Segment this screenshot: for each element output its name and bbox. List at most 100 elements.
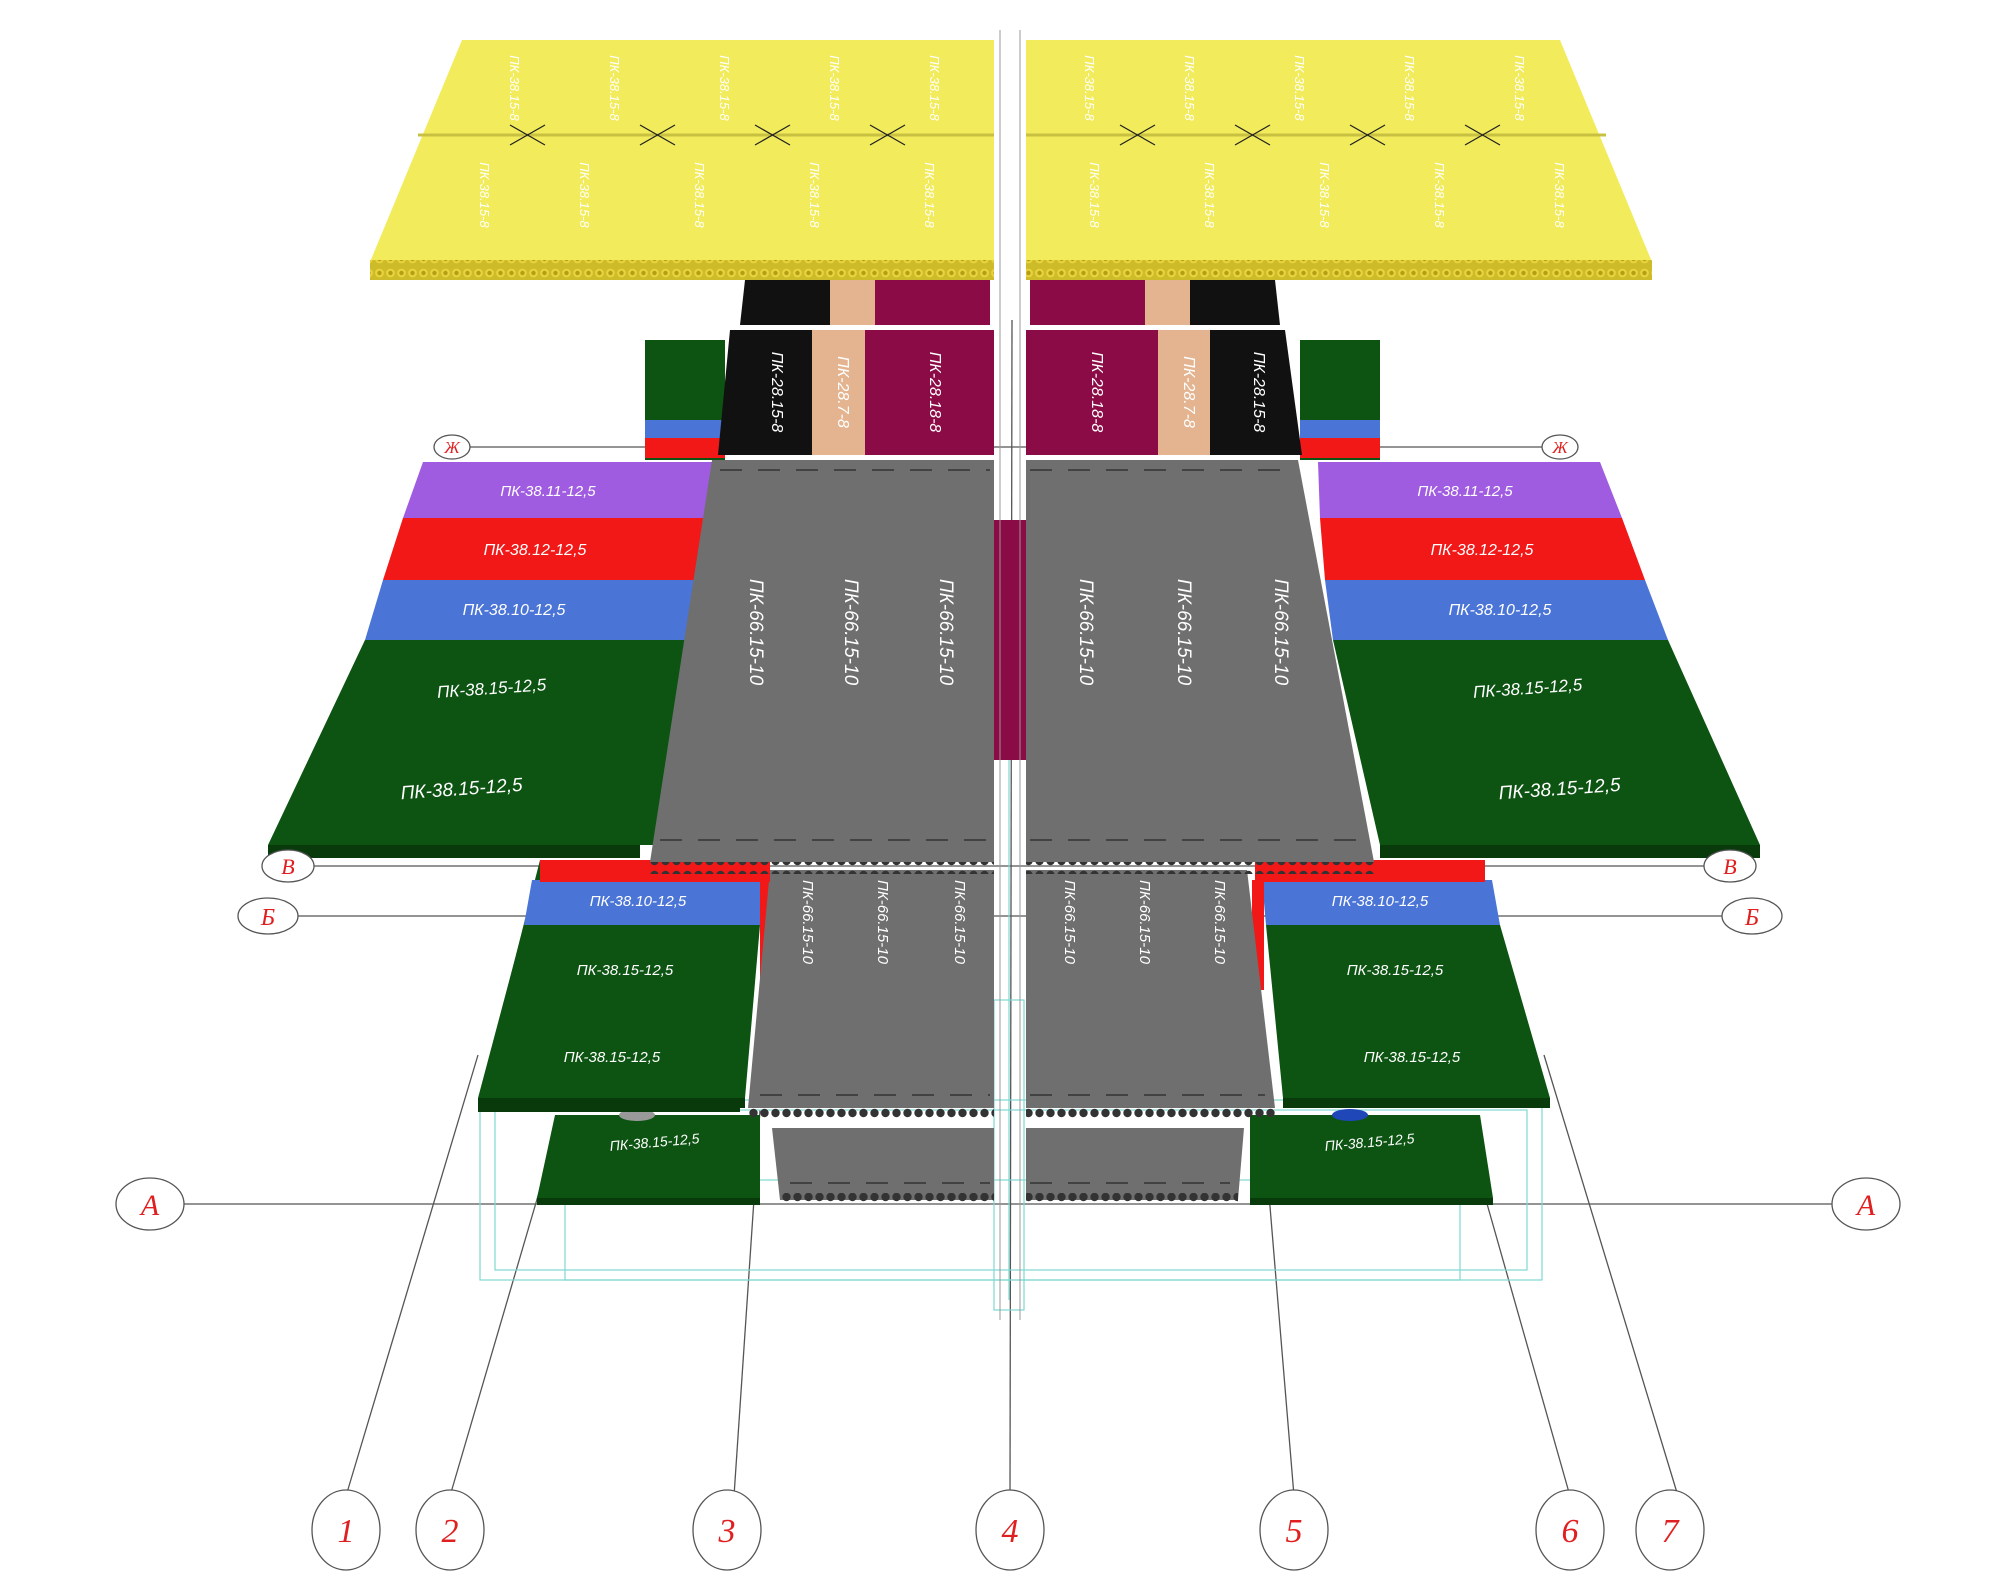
top-yellow-labels: ПК-38.15-8 ПК-38.15-8 ПК-38.15-8 ПК-38.1… [477,55,1567,228]
mid-left-green [268,640,700,845]
axis-letter-zh-left: Ж [443,438,461,457]
bottom-slab-left [537,1115,760,1198]
top-label-1: ПК-38.15-8 [507,55,522,121]
mid-left-red [383,518,712,580]
mid-left-label-1: ПК-38.11-12,5 [500,483,596,500]
lower-gray-label-6: ПК-66.15-10 [1211,880,1228,965]
top-label-17: ПК-38.15-8 [1202,162,1217,228]
black-slab-left-label: ПК-28.15-8 [768,352,785,433]
top-label-8: ПК-38.15-8 [1292,55,1307,121]
top-label-20: ПК-38.15-8 [1552,162,1567,228]
mid-left-purple [403,462,715,518]
black-slab-right [1210,330,1302,455]
lower-gray-left [748,870,994,1108]
top-label-3: ПК-38.15-8 [717,55,732,121]
middle-level-right: ПК-38.11-12,5 ПК-38.12-12,5 ПК-38.10-12,… [1318,462,1760,858]
mid-gray-label-3: ПК-66.15-10 [935,579,956,686]
lower-gray-label-3: ПК-66.15-10 [951,880,968,965]
top-label-18: ПК-38.15-8 [1317,162,1332,228]
axis-letter-b-left: Б [260,905,275,931]
mid-gray-label-2: ПК-66.15-10 [840,579,861,686]
axis-bubble-1 [311,1489,381,1571]
middle-level-left: ПК-38.11-12,5 ПК-38.12-12,5 ПК-38.10-12,… [268,462,715,858]
axis-bubble-4 [975,1489,1045,1571]
bottom-slab-right-label: ПК-38.15-12,5 [1324,1130,1415,1154]
axis-label-1: 1 [338,1513,355,1550]
mid-gray-label-6: ПК-66.15-10 [1270,579,1291,686]
axis-bubbles-letters [115,434,1901,1231]
lower-left-blue [524,880,762,925]
axis-bubble-2 [415,1489,485,1571]
axis-bubble-6 [1535,1489,1605,1571]
axis-label-2: 2 [442,1513,459,1550]
lower-right-label-2: ПК-38.15-12,5 [1347,962,1444,979]
top-yellow-right [1026,40,1652,262]
mid-left-label-2: ПК-38.12-12,5 [484,542,587,559]
mid-left-blue [365,580,707,640]
top-label-2: ПК-38.15-8 [607,55,622,121]
lower-gray-label-5: ПК-66.15-10 [1136,880,1153,965]
axis-letter-b-right: Б [1744,905,1759,931]
black-slab-left [718,330,812,455]
top-label-12: ПК-38.15-8 [577,162,592,228]
top-label-19: ПК-38.15-8 [1432,162,1447,228]
mid-right-red [1320,518,1645,580]
top-label-13: ПК-38.15-8 [692,162,707,228]
lower-left-label-1: ПК-38.10-12,5 [590,893,687,910]
lower-gray-label-2: ПК-66.15-10 [874,880,891,965]
top-label-6: ПК-38.15-8 [1082,55,1097,121]
bottom-slab-right [1250,1115,1493,1198]
maroon-slab-right [1026,330,1158,455]
top-label-11: ПК-38.15-8 [477,162,492,228]
maroon-slab-right-label: ПК-28.18-8 [1088,352,1105,433]
top-label-9: ПК-38.15-8 [1402,55,1417,121]
tan-slab-right [1158,330,1210,455]
tan-slab-right-label: ПК-28.7-8 [1180,356,1197,428]
lower-left-green [478,925,760,1098]
center-gap [999,30,1021,1320]
axis-letter-a-right: А [1855,1189,1876,1222]
mid-gray-left [650,460,994,862]
lower-right-green [1266,925,1550,1098]
mid-left-label-3: ПК-38.10-12,5 [463,602,566,619]
mid-gray-label-4: ПК-66.15-10 [1075,579,1096,686]
top-label-10: ПК-38.15-8 [1512,55,1527,121]
axis-bubble-7 [1635,1489,1705,1571]
mid-gray-label-5: ПК-66.15-10 [1173,579,1194,686]
axis-bubble-3 [692,1489,762,1571]
axis-letter-a-left: А [139,1189,160,1222]
axis-label-7: 7 [1662,1513,1681,1550]
lower-level: ПК-38.10-12,5 ПК-38.15-12,5 ПК-38.15-12,… [478,860,1550,1120]
axis-letter-zh-right: Ж [1551,438,1569,457]
axis-letter-v-right: В [1723,854,1736,879]
axis-label-4: 4 [1002,1513,1019,1550]
lower-left-label-2: ПК-38.15-12,5 [577,962,674,979]
mid-gray-label-1: ПК-66.15-10 [745,579,766,686]
lower-gray-label-4: ПК-66.15-10 [1061,880,1078,965]
top-label-7: ПК-38.15-8 [1182,55,1197,121]
axis-label-6: 6 [1562,1513,1579,1550]
axis-bubble-5 [1259,1489,1329,1571]
maroon-slab-left-label: ПК-28.18-8 [926,352,943,433]
lower-right-blue [1262,880,1500,925]
upper-strip: ПК-28.15-8 ПК-28.7-8 ПК-28.18-8 ПК-28.18… [718,280,1302,455]
lower-right-label-3: ПК-38.15-12,5 [1364,1049,1461,1066]
mid-right-label-2: ПК-38.12-12,5 [1431,542,1534,559]
lower-left-label-3: ПК-38.15-12,5 [564,1049,661,1066]
mid-right-purple [1318,462,1622,518]
axis-label-3: 3 [718,1513,736,1550]
axis-label-5: 5 [1286,1513,1303,1550]
top-label-5: ПК-38.15-8 [927,55,942,121]
bottom-gray-left [772,1128,994,1200]
mid-right-blue [1325,580,1668,640]
tan-slab-left-label: ПК-28.7-8 [834,356,851,428]
bottom-gray-right [1026,1128,1244,1200]
top-label-16: ПК-38.15-8 [1087,162,1102,228]
mid-right-label-1: ПК-38.11-12,5 [1417,483,1513,500]
middle-level-center: ПК-66.15-10 ПК-66.15-10 ПК-66.15-10 ПК-6… [650,460,1374,874]
top-label-4: ПК-38.15-8 [827,55,842,121]
tan-slab-left [812,330,865,455]
top-level: ПК-38.15-8 ПК-38.15-8 ПК-38.15-8 ПК-38.1… [370,40,1652,280]
mid-gray-right [1026,460,1374,862]
